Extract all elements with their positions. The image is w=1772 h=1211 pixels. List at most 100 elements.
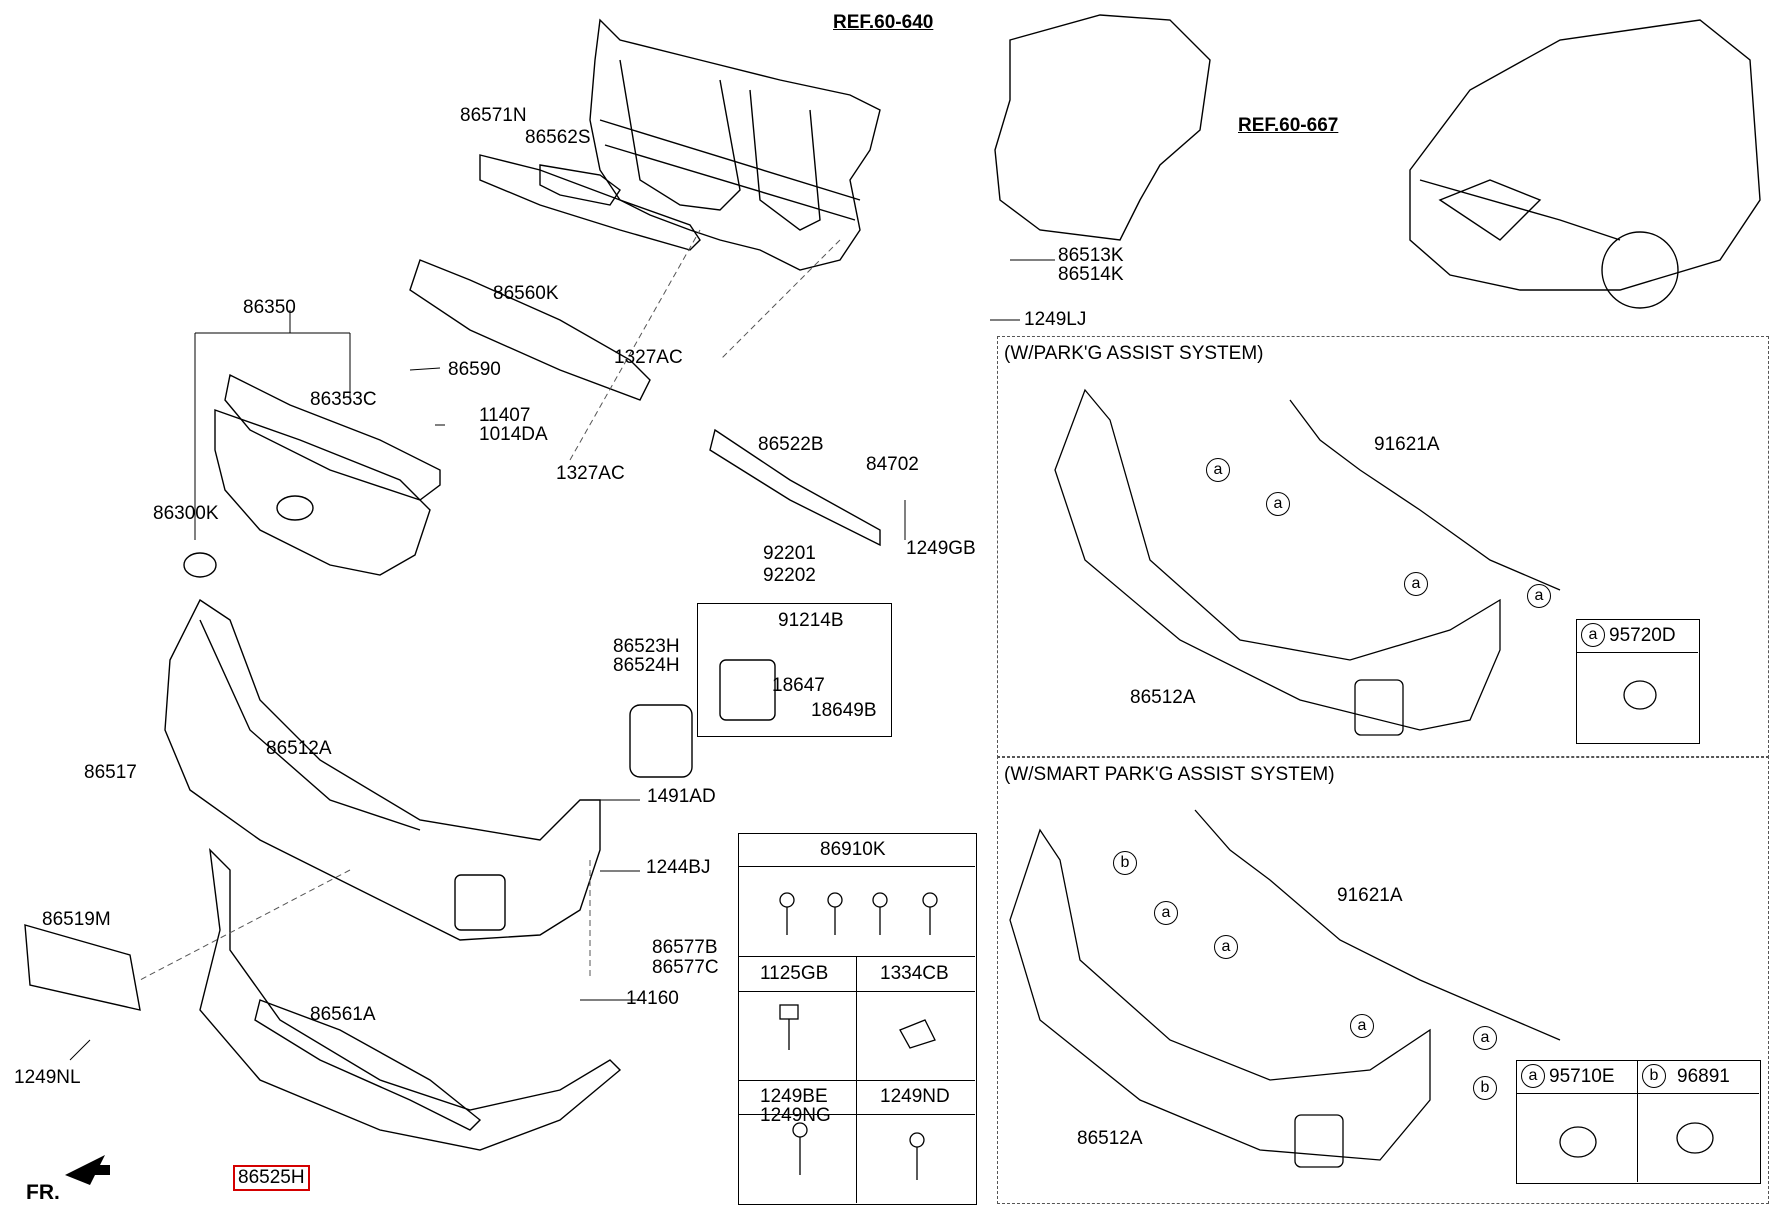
part-label: 86512A [1077, 1128, 1143, 1149]
table-cell: 1249NG [760, 1105, 831, 1126]
part-label: 11407 [479, 405, 531, 426]
screw-icon [779, 892, 938, 935]
part-label: 1244BJ [646, 857, 711, 878]
part-label: 86523H [613, 636, 680, 657]
part-label: 86577B [652, 937, 718, 958]
tag-a: a [1581, 623, 1605, 647]
part-label: 86561A [310, 1004, 376, 1025]
grille-assembly [183, 373, 441, 578]
tag-a: a [1154, 901, 1178, 925]
sensor-box-smart-divider [1637, 1060, 1638, 1182]
part-label: 86512A [266, 738, 332, 759]
fog-lamp-box [697, 603, 892, 737]
part-label: 86590 [448, 359, 501, 380]
part-label: 86513K [1058, 245, 1124, 266]
bolt-icon [779, 1004, 799, 1050]
part-label-highlighted[interactable]: 86525H [233, 1165, 310, 1191]
radiator-support-frame [589, 18, 881, 271]
part-label: 95720D [1609, 625, 1676, 646]
table-header: 86910K [820, 839, 886, 860]
part-label: 18647 [772, 675, 825, 696]
part-label: 1249LJ [1024, 309, 1087, 330]
front-direction-label: FR. [26, 1181, 60, 1204]
part-label: 14160 [626, 988, 679, 1009]
bumper-park-assist [1054, 388, 1501, 731]
part-label: 92201 [763, 543, 816, 564]
part-label: 91621A [1337, 885, 1403, 906]
part-label: 1249NL [14, 1067, 81, 1088]
part-label: 86514K [1058, 264, 1124, 285]
part-label: 86519M [42, 909, 111, 930]
beam-86571N [479, 154, 701, 251]
bumper-smart-park [1009, 828, 1431, 1161]
tag-a: a [1266, 492, 1290, 516]
ref-label[interactable]: REF.60-667 [1238, 115, 1339, 136]
part-label: 1491AD [647, 786, 716, 807]
part-label: 1014DA [479, 424, 548, 445]
tag-a: a [1350, 1014, 1374, 1038]
part-label: 1327AC [614, 347, 683, 368]
absorber-86562S [539, 164, 621, 206]
license-bracket [24, 924, 141, 1011]
part-label: 86353C [310, 389, 377, 410]
tag-a: a [1473, 1026, 1497, 1050]
tag-a: a [1214, 935, 1238, 959]
part-label: 86512A [1130, 687, 1196, 708]
part-label: 18649B [811, 700, 877, 721]
table-cell: 1249ND [880, 1086, 950, 1107]
part-label: 96891 [1677, 1066, 1730, 1087]
part-label: 86517 [84, 762, 137, 783]
clip-icon [899, 1019, 936, 1049]
strip-86522B [709, 428, 881, 547]
part-label: 86577C [652, 957, 719, 978]
part-label: 86560K [493, 283, 559, 304]
part-label: 1327AC [556, 463, 625, 484]
part-label: 86300K [153, 503, 219, 524]
part-label: 86350 [243, 297, 296, 318]
part-label: 91621A [1374, 434, 1440, 455]
front-arrow-icon [65, 1155, 110, 1185]
tag-b: b [1473, 1076, 1497, 1100]
vehicle-sketch [1409, 19, 1761, 309]
table-cell: 1334CB [880, 963, 949, 984]
fender [994, 14, 1211, 241]
fastener-table-row [738, 866, 975, 957]
part-label: 84702 [866, 454, 919, 475]
sensor-box-header [1576, 619, 1698, 653]
tag-a: a [1521, 1064, 1545, 1088]
harness-park-assist [1289, 399, 1561, 591]
table-cell: 1125GB [760, 963, 829, 984]
table-cell: 1249BE [760, 1086, 828, 1107]
tag-a: a [1404, 572, 1428, 596]
fastener-table-col [856, 956, 857, 1203]
tag-b: b [1642, 1064, 1666, 1088]
sensor-95720D [1623, 680, 1657, 710]
park-assist-section [997, 336, 1769, 758]
beam-86560K [409, 259, 651, 401]
part-label: 1249GB [906, 538, 976, 559]
sensor-96891 [1676, 1122, 1714, 1154]
harness-smart-park [1194, 809, 1561, 1041]
part-label: 95710E [1549, 1066, 1615, 1087]
lower-grille-86561A [254, 999, 482, 1131]
tag-a: a [1527, 584, 1551, 608]
tag-a: a [1206, 458, 1230, 482]
fog-lamp [719, 659, 776, 721]
part-label: 86524H [613, 655, 680, 676]
screw-icon [909, 1132, 925, 1180]
part-label: 91214B [778, 610, 844, 631]
part-label: 86571N [460, 105, 527, 126]
screw-icon [792, 1122, 808, 1175]
smart-park-assist-section [997, 756, 1769, 1204]
part-label: 86522B [758, 434, 824, 455]
part-label: 92202 [763, 565, 816, 586]
section-title: (W/SMART PARK'G ASSIST SYSTEM) [1004, 764, 1335, 785]
fog-bezel [629, 704, 693, 778]
fastener-table [738, 833, 977, 1205]
section-title: (W/PARK'G ASSIST SYSTEM) [1004, 343, 1264, 364]
part-label: 86562S [525, 127, 591, 148]
tag-b: b [1113, 851, 1137, 875]
sensor-box-95720D [1576, 619, 1700, 744]
ref-label[interactable]: REF.60-640 [833, 12, 934, 33]
